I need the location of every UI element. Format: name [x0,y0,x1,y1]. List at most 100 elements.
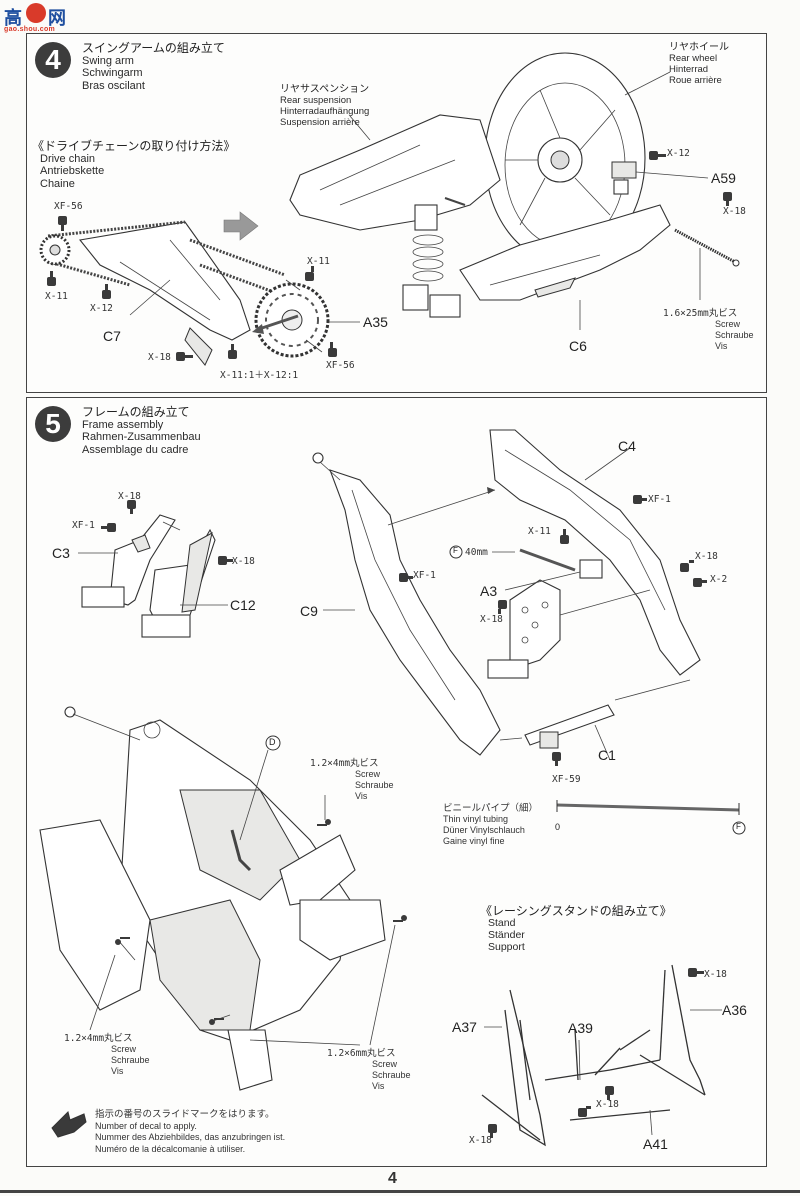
rear-suspension-jp: リヤサスペンション [280,84,370,95]
part-label-c9: C9 [300,603,318,619]
step-4-illustration [39,52,740,366]
part-label-a3: A3 [480,583,498,599]
part-label-c12: C12 [230,597,256,613]
paint-label-xf1-c3: XF-1 [72,520,95,531]
paint-label-xf59: XF-59 [552,774,581,785]
paint-marker-x18-c3-icon [127,500,136,514]
screw-1-6x25-de: Schraube [715,330,754,340]
paint-marker-xf56-top-icon [58,216,67,231]
stand-en: Stand [488,917,516,929]
vinyl-scale-end-label: F [736,822,741,831]
rear-wheel-drawing [484,52,671,264]
drive-chain-caption: 《ドライブチェーンの取り付け方法》 Drive chain Antriebske… [32,140,235,190]
paint-marker-mix-icon [228,344,237,359]
step-4-number-badge: 4 [35,42,71,78]
step-5-title: フレームの組み立て Frame assembly Rahmen-Zusammen… [82,406,201,456]
paint-marker-stand-mid2-icon [578,1106,591,1117]
vinyl-tubing-jp: ビニールパイプ（細） [443,803,539,814]
screw-icons [115,819,407,1025]
rearset-plate-drawing [487,579,651,679]
step-4-title-fr: Bras oscilant [82,79,145,92]
step-4-title-en: Swing arm [82,54,134,67]
paint-marker-xf1-c4-icon [633,495,647,504]
drive-chain-drawing [47,220,291,300]
screw-top-jp: 1.2×4mm丸ビス [310,758,379,769]
paint-label-x11-sprocket: X-11 [307,256,330,267]
paint-marker-stand-top-icon [688,968,704,977]
part-label-a41: A41 [643,1136,668,1152]
paint-label-mix: X-11:1＋X-12:1 [220,370,299,381]
paint-marker-xf1-c3-icon [101,523,116,532]
screw-bottom-en: Screw [372,1059,398,1069]
paint-label-x2: X-2 [710,574,728,585]
screw-1-6x25-jp: 1.6×25mm丸ビス [663,308,738,319]
paint-label-stand-top: X-18 [704,969,727,980]
screw-left-de: Schraube [111,1055,150,1065]
part-label-a36: A36 [722,1002,747,1018]
screw-left-caption: 1.2×4mm丸ビス Screw Schraube Vis [64,1033,150,1077]
logo-char-1: 高 [4,8,22,29]
swing-arm-upper-drawing [289,114,501,231]
stand-de: Ständer [488,929,525,941]
paint-marker-x11-a3-icon [560,529,569,544]
decal-note: 指示の番号のスライドマークをはります。 Number of decal to a… [95,1109,285,1155]
decal-note-de: Nummer des Abziehbildes, das anzubringen… [95,1132,286,1142]
vinyl-tubing-de: Düner Vinylschlauch [443,825,525,835]
frame-c9-drawing [312,452,501,756]
paint-label-x18-c12: X-18 [232,556,255,567]
decal-note-fr: Numéro de la décalcomanie à utiliser. [95,1143,246,1154]
part-label-c3: C3 [52,545,70,561]
paint-label-x18-right: X-18 [695,551,718,562]
rear-wheel-de: Hinterrad [669,64,709,75]
master-cylinder-a3-drawing [504,548,603,591]
part-label-c7: C7 [103,328,121,344]
paint-label-x12: X-12 [90,303,113,314]
decal-note-en: Number of decal to apply. [95,1120,197,1131]
stand-title-jp: 《レーシングスタンドの組み立て》 [480,904,672,918]
paint-marker-stand-mid-icon [605,1086,614,1100]
paint-label-xf1-c4: XF-1 [648,494,671,505]
frame-c4-drawing [489,429,701,676]
caliper-a59-drawing [611,161,709,195]
stand-leaders [484,1009,722,1136]
assembled-frame-drawing [39,706,396,1091]
vinyl-tubing-scale [556,800,746,835]
logo-url: gao.shou.com [4,26,56,33]
screw-bottom-jp: 1.2×6mm丸ビス [327,1048,396,1059]
rear-shock-drawing [402,197,466,318]
screw-left-jp: 1.2×4mm丸ビス [64,1033,133,1044]
paint-label-x18-a3: X-18 [480,614,503,625]
step-5-title-de: Rahmen-Zusammenbau [82,431,201,443]
screw-bottom-icon [209,1018,224,1025]
rear-sprocket-a35-drawing [252,282,330,358]
screw-top-de: Schraube [355,780,394,790]
swing-arm-c7-drawing [78,221,251,366]
paint-marker-x2-icon [693,578,707,587]
paint-marker-xf56-sprocket-icon [328,342,337,357]
paint-marker-x11-sprocket-icon [305,266,314,281]
vinyl-tubing-caption: ビニールパイプ（細） Thin vinyl tubing Düner Vinyl… [443,803,538,847]
marker-f-icon [449,545,463,559]
paint-marker-x12-caliper-icon [649,151,666,160]
rear-wheel-en: Rear wheel [669,53,718,64]
swing-arm-c6-drawing [459,204,671,330]
step-4-title-jp: スイングアームの組み立て [82,41,225,55]
paint-marker-x18-c12-icon [218,556,233,565]
screw-top-caption: 1.2×4mm丸ビス Screw Schraube Vis [310,758,394,802]
paint-label-xf1-c9: XF-1 [413,570,436,581]
step-4-title-de: Schwingarm [82,67,143,79]
step-5-number-badge: 5 [35,406,71,442]
paint-label-x18-left: X-18 [148,352,171,363]
drive-chain-fr: Chaine [40,177,75,190]
bracket-c12-drawing [141,521,228,638]
drive-chain-title-jp: 《ドライブチェーンの取り付け方法》 [32,139,236,153]
paint-marker-xf1-c9-icon [399,573,413,582]
rear-suspension-en: Rear suspension [280,95,352,106]
paint-label-stand-mid: X-18 [596,1099,619,1110]
vinyl-tubing-en: Thin vinyl tubing [443,814,509,824]
paint-label-x11-left: X-11 [45,291,68,302]
screw-left-en: Screw [111,1044,137,1054]
page-number: 4 [388,1170,397,1187]
tube-length-label: 40mm [465,547,488,558]
